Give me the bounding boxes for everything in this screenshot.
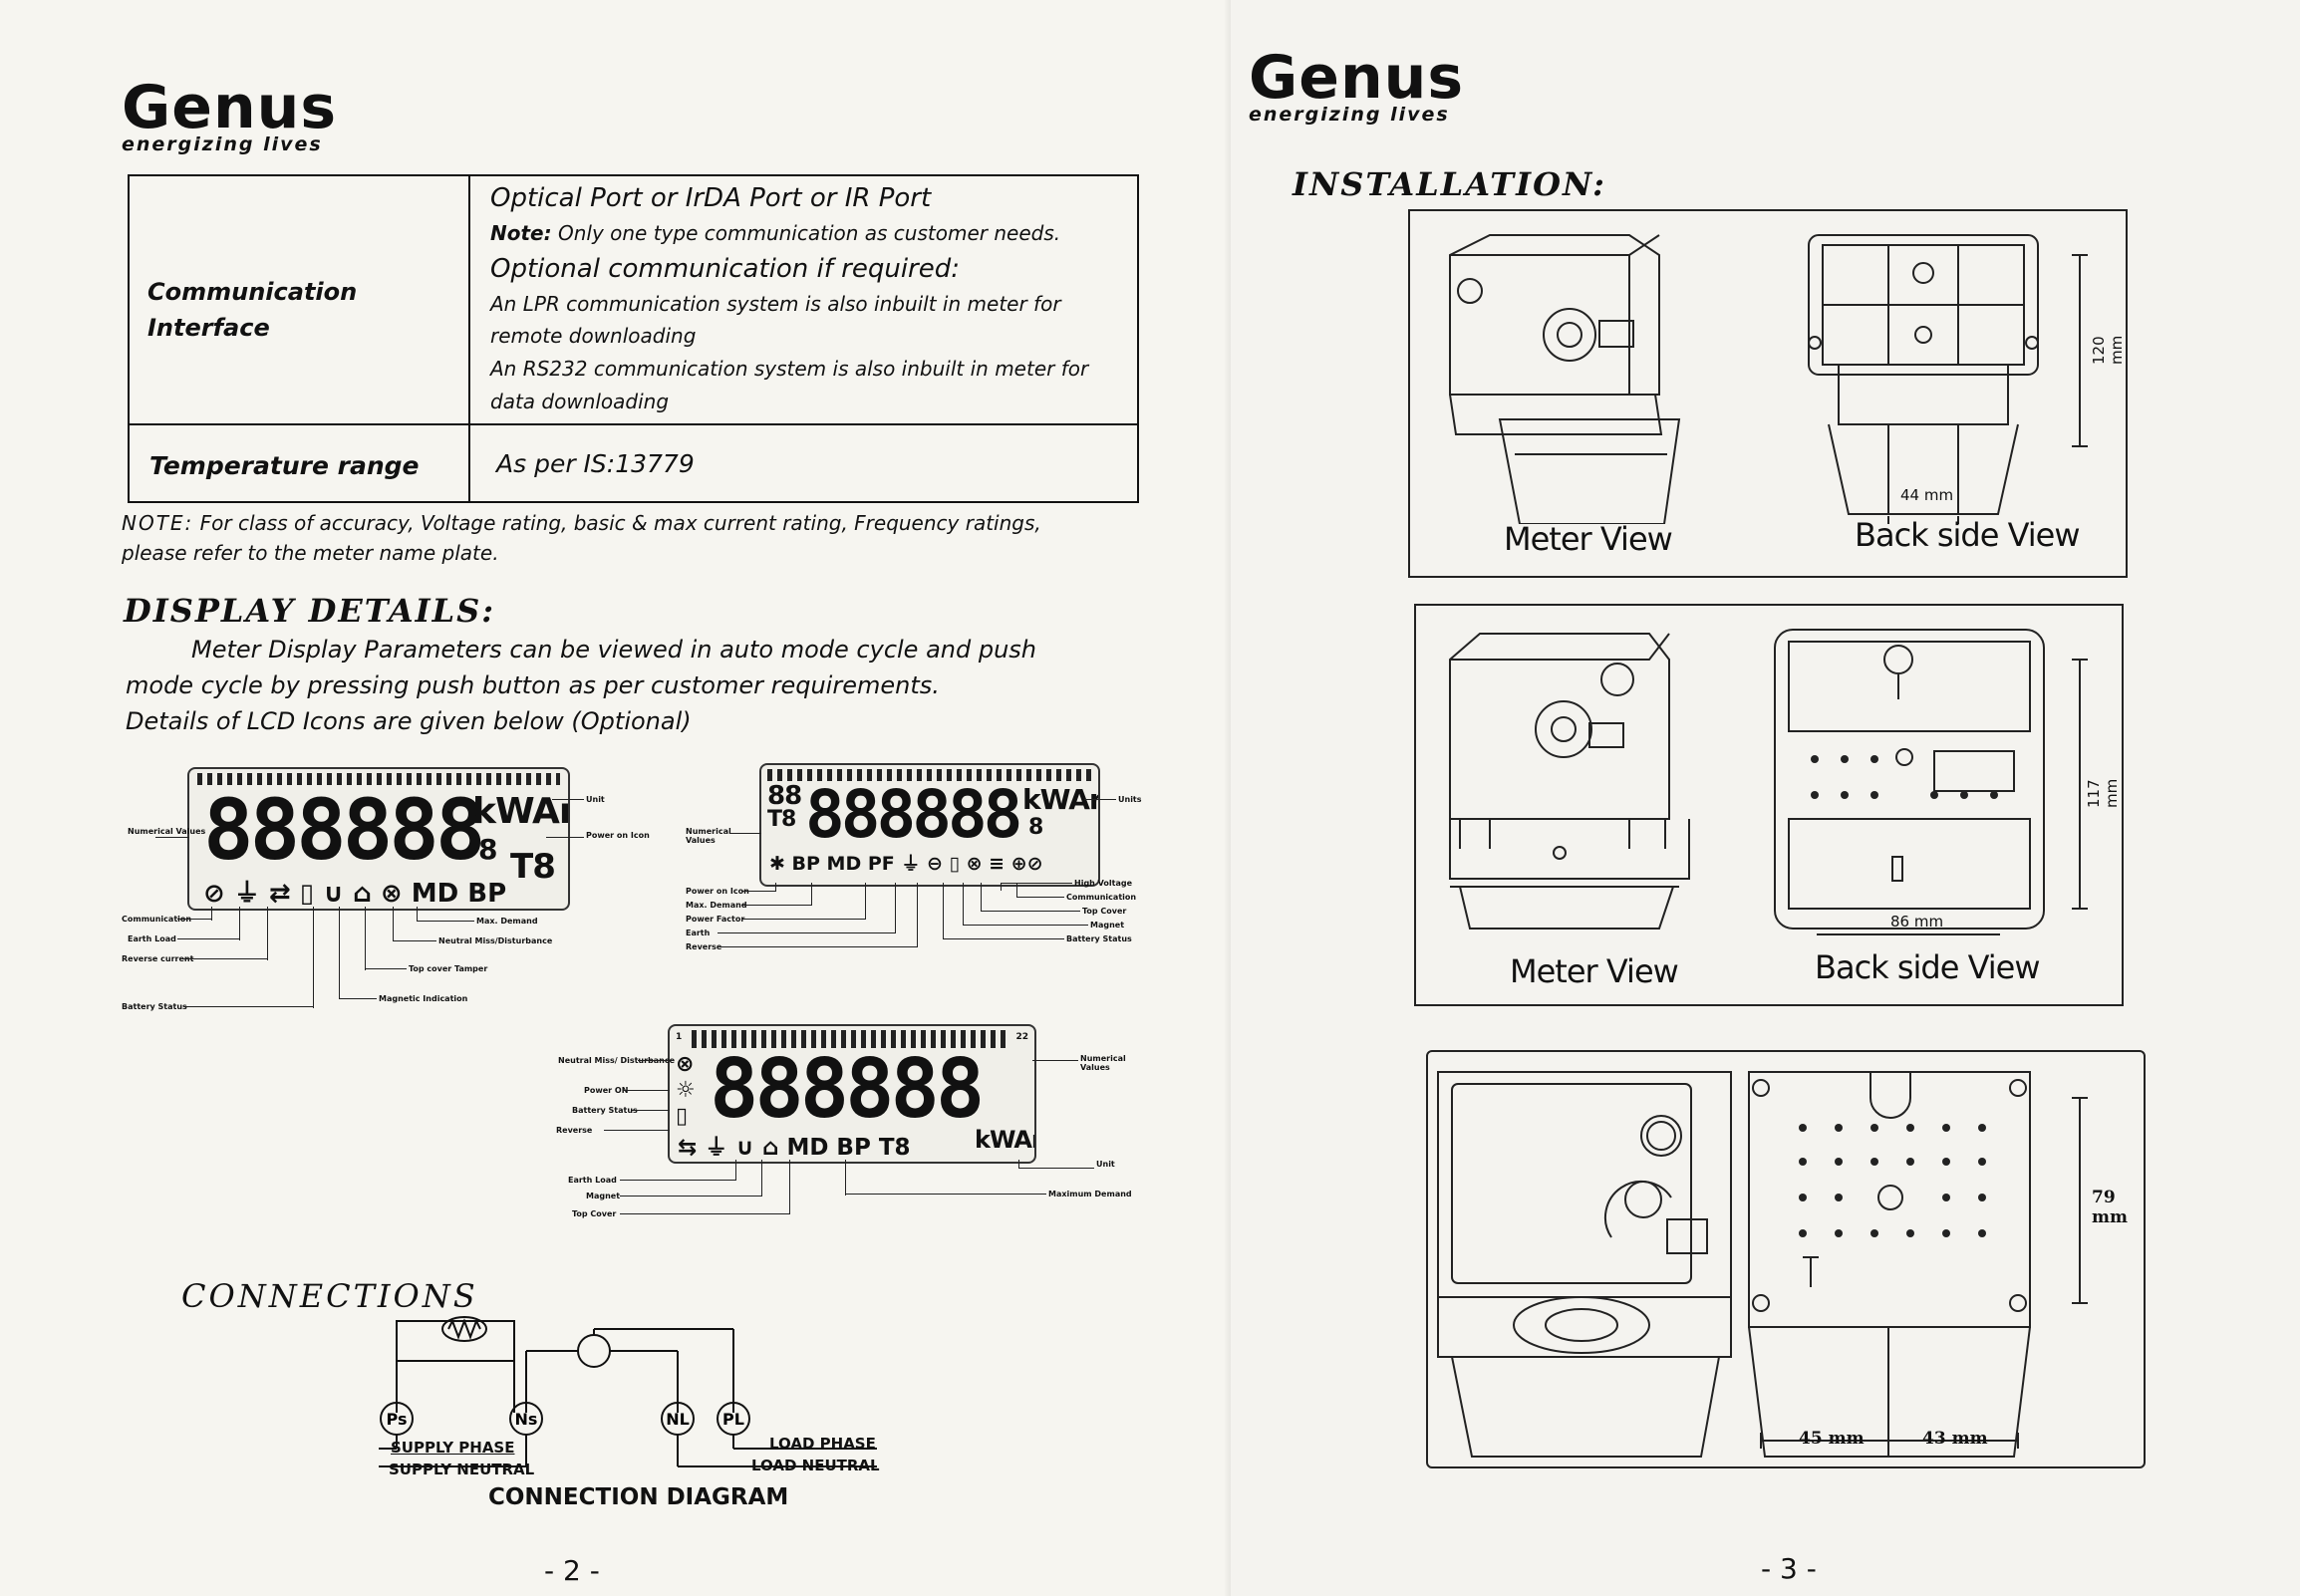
genus-logo-right: Genus energizing lives [1249,43,1465,126]
installation-box-3: 79 mm 45 mm 43 mm [1426,1050,2146,1468]
meter-front-drawing-2 [1449,633,1690,930]
meter-drawing-3 [1437,1071,2088,1458]
row-value-communication: Optical Port or IrDA Port or IR Port Not… [490,183,1089,413]
spec-table: Communication Interface Optical Port or … [128,174,1139,503]
box1-dim-height: 120 mm [2090,335,2126,365]
box2-dim-height: 117 mm [2085,778,2121,808]
meter-front-drawing-1 [1449,234,1681,524]
row-label-communication: Communication Interface [147,278,358,342]
genus-logo: Genus energizing lives [122,78,337,155]
lcd-diagram-1: 888888 kWArh 8 T8 ⊘ ⏚ ⇄ ▯ ∪ ⌂ ⊗ MD BP Nu… [118,759,676,1018]
meter-back-drawing-2 [1774,629,2088,935]
row-value-temperature: As per IS:13779 [496,449,695,478]
node-ps: Ps [387,1410,408,1429]
brand-name: Genus [122,73,338,142]
box2-dim-width: 86 mm [1890,913,1944,931]
lcd-2-screen: 88 T8 888888 kWArh 8 ✱ BP MD PF ⏚ ⊖ ▯ ⊗ … [759,763,1100,887]
display-details-paragraph: Meter Display Parameters can be viewed i… [126,636,1037,735]
brand-tagline: energizing lives [122,133,323,155]
page-number-left: - 2 - [544,1554,600,1587]
box3-dim-height: 79 mm [2092,1188,2128,1227]
load-phase-label: LOAD PHASE [769,1435,876,1453]
connections-title: CONNECTIONS [181,1277,478,1315]
display-details-title: DISPLAY DETAILS: [124,592,496,630]
row-label-temperature: Temperature range [149,451,420,480]
installation-title: INSTALLATION: [1293,165,1606,203]
lcd-1-screen: 888888 kWArh 8 T8 ⊘ ⏚ ⇄ ▯ ∪ ⌂ ⊗ MD BP [187,767,570,911]
box1-dim-width: 44 mm [1900,486,1954,504]
node-nl: NL [666,1410,690,1429]
box3-dim-right: 43 mm [1922,1429,1988,1449]
connection-diagram-caption: CONNECTION DIAGRAM [488,1484,789,1510]
lcd-diagram-2: 88 T8 888888 kWArh 8 ✱ BP MD PF ⏚ ⊖ ▯ ⊗ … [682,759,1160,978]
installation-box-2: Meter View Back side View 117 mm 86 mm [1414,604,2124,1006]
node-pl: PL [722,1410,744,1429]
installation-box-1: Meter View Back side View 120 mm 44 mm [1408,209,2128,578]
box3-dim-left: 45 mm [1799,1429,1865,1449]
meter-back-drawing-1 [1808,234,2088,524]
lcd-diagram-3: 1 22 ⊗☼▯ 888888 ⇆ ⏚ ∪ ⌂ MD BP T8 kWArh N… [550,1020,1148,1229]
supply-neutral-label: SUPPLY NEUTRAL [389,1461,535,1478]
box2-meter-view-label: Meter View [1510,952,1679,990]
box1-back-view-label: Back side View [1855,516,2081,554]
page-number-right: - 3 - [1761,1552,1817,1585]
right-page: Genus energizing lives INSTALLATION: [1231,0,2300,1596]
node-ns: Ns [515,1410,538,1429]
connection-diagram: Ps Ns NL PL [379,1316,877,1467]
supply-phase-label: SUPPLY PHASE [391,1439,515,1457]
load-neutral-label: LOAD NEUTRAL [751,1457,880,1474]
note-paragraph: NOTE: For class of accuracy, Voltage rat… [122,511,1041,565]
box1-meter-view-label: Meter View [1504,520,1673,558]
left-page: Genus energizing lives Communication Int… [118,78,1160,1587]
lcd-3-screen: 1 22 ⊗☼▯ 888888 ⇆ ⏚ ∪ ⌂ MD BP T8 kWArh [668,1024,1036,1164]
box2-back-view-label: Back side View [1815,948,2041,986]
